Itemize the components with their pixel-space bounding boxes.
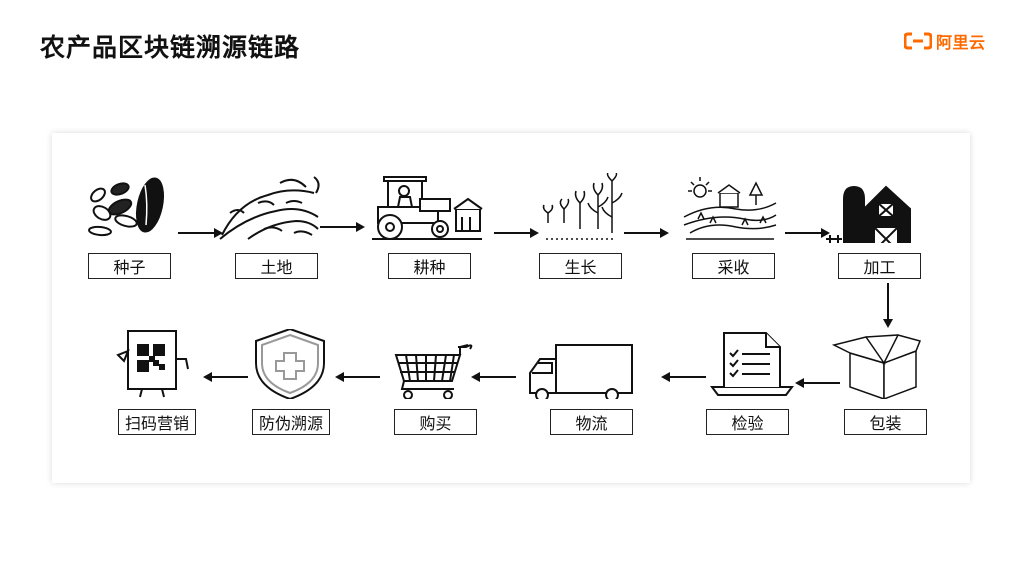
logo-text: 阿里云: [936, 33, 986, 52]
step-land: 土地: [218, 173, 328, 283]
step-label: 土地: [235, 253, 318, 279]
aliyun-logo: 阿里云: [904, 30, 986, 52]
checklist-icon: [710, 332, 794, 396]
flow-arrow: [624, 228, 669, 238]
step-label: 耕种: [388, 253, 471, 279]
step-label: 采收: [692, 253, 775, 279]
step-anti-counterfeit: 防伪溯源: [248, 329, 338, 439]
step-purchase: 购买: [388, 329, 488, 439]
step-harvest: 采收: [680, 173, 780, 283]
step-farming: 耕种: [370, 173, 485, 283]
aliyun-logo-icon: [904, 32, 932, 50]
flow-arrow: [795, 378, 840, 388]
box-icon: [832, 334, 922, 399]
step-label: 扫码营销: [118, 409, 196, 435]
flow-card: 种子 土地: [52, 133, 970, 483]
step-label: 检验: [706, 409, 789, 435]
flow-arrow: [471, 372, 516, 382]
flow-arrow: [661, 372, 706, 382]
land-icon: [219, 176, 320, 240]
step-label: 物流: [550, 409, 633, 435]
shield-icon: [255, 329, 325, 399]
flow-arrow: [178, 228, 223, 238]
step-label: 购买: [394, 409, 477, 435]
step-processing: 加工: [826, 173, 926, 283]
step-label: 加工: [838, 253, 921, 279]
cart-icon: [394, 344, 473, 399]
step-seeds: 种子: [82, 173, 172, 283]
harvest-icon: [683, 177, 777, 240]
step-label: 包装: [844, 409, 927, 435]
step-label: 防伪溯源: [252, 409, 330, 435]
step-packaging: 包装: [832, 329, 942, 439]
flow-arrow: [785, 228, 830, 238]
flow-arrow: [320, 222, 365, 232]
flow-arrow: [335, 372, 380, 382]
barn-icon: [826, 185, 911, 243]
step-logistics: 物流: [528, 329, 638, 439]
qr-code-icon: [116, 330, 189, 398]
tractor-icon: [372, 176, 483, 240]
truck-icon: [529, 344, 633, 399]
step-growth: 生长: [536, 173, 626, 283]
page-title: 农产品区块链溯源链路: [40, 33, 301, 62]
flow-arrow: [494, 228, 539, 238]
step-label: 种子: [88, 253, 171, 279]
seeds-icon: [88, 177, 165, 237]
sprouts-icon: [542, 173, 623, 240]
step-label: 生长: [539, 253, 622, 279]
step-qr-marketing: 扫码营销: [114, 329, 204, 439]
flow-arrow-down: [883, 283, 893, 328]
step-inspection: 检验: [702, 329, 802, 439]
flow-arrow: [203, 372, 248, 382]
